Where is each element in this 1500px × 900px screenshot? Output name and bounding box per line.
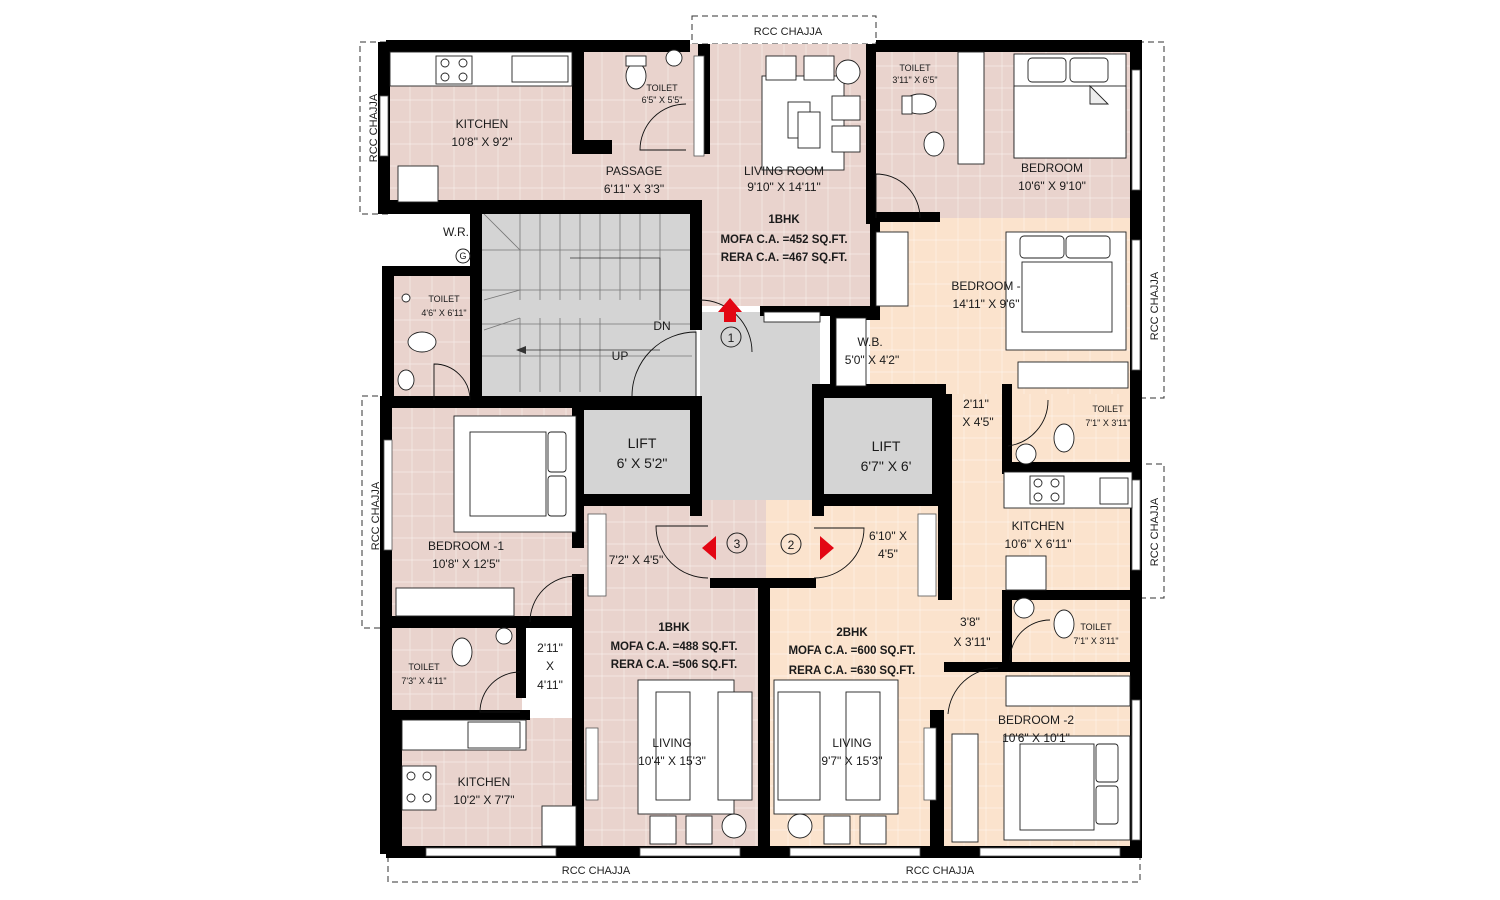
room-name: LIVING ROOM: [744, 164, 824, 178]
labels: RCC CHAJJA RCC CHAJJA RCC CHAJJA RCC CHA…: [368, 26, 1161, 877]
unit-rera: RERA C.A. =506 SQ.FT.: [611, 659, 737, 671]
arrow-2: [820, 536, 834, 560]
room-dim: 10'6" X 10'1": [1002, 731, 1070, 745]
room-name: BEDROOM -2: [998, 713, 1074, 727]
dim-note: X 3'11": [953, 635, 990, 649]
room-dim: 5'0" X 4'2": [845, 353, 899, 367]
arrow-3: [702, 536, 716, 560]
dim-note: 4'11": [537, 678, 563, 692]
door-1: 1: [728, 331, 735, 345]
chajja-left-top: RCC CHAJJA: [368, 93, 380, 162]
room-dim: 6'5" X 5'5": [642, 95, 683, 105]
room-name: TOILET: [899, 63, 931, 73]
unit-rera: RERA C.A. =630 SQ.FT.: [789, 665, 915, 677]
chajja-left-mid: RCC CHAJJA: [370, 481, 382, 550]
door-2: 2: [788, 538, 795, 552]
room-dim: 10'6" X 9'10": [1018, 179, 1086, 193]
dim-note: 3'8": [960, 615, 980, 629]
room-name: LIVING: [832, 736, 871, 750]
room-dim: 14'11" X 9'6": [953, 297, 1020, 311]
unit-type: 1BHK: [768, 214, 800, 226]
room-name: KITCHEN: [456, 117, 509, 131]
dim-note: 2'11": [963, 397, 989, 411]
dim-note: 6'10" X: [869, 529, 907, 543]
room-dim: 9'7" X 15'3": [821, 754, 882, 768]
stair-dn: DN: [653, 319, 670, 333]
dim-note: X 4'5": [962, 415, 993, 429]
door-markers: [455, 248, 802, 555]
unit-type: 1BHK: [658, 622, 690, 634]
room-name: KITCHEN: [458, 775, 511, 789]
room-name: BEDROOM: [1021, 161, 1083, 175]
unit-mofa: MOFA C.A. =488 SQ.FT.: [610, 641, 737, 653]
room-dim: 10'2" X 7'7": [453, 793, 514, 807]
room-name: TOILET: [1092, 404, 1124, 414]
room-dim: 10'8" X 9'2": [451, 135, 512, 149]
room-name: TOILET: [408, 662, 440, 672]
room-dim: 6'7" X 6': [861, 458, 912, 474]
arrow-1: [718, 298, 742, 322]
unit-rera: RERA C.A. =467 SQ.FT.: [721, 252, 847, 264]
wr-label: W.R.: [443, 225, 469, 239]
room-name: TOILET: [428, 294, 460, 304]
room-name: KITCHEN: [1012, 519, 1065, 533]
unit-mofa: MOFA C.A. =600 SQ.FT.: [788, 645, 915, 657]
door-3: 3: [734, 537, 741, 551]
stair-up: UP: [612, 349, 629, 363]
furniture: [389, 49, 1133, 847]
stair-fill: [476, 210, 696, 396]
room-dim: 9'10" X 14'11": [747, 180, 821, 194]
room-dim: 7'1" X 3'11": [1073, 636, 1118, 646]
staircase: [480, 213, 692, 392]
unit-type: 2BHK: [836, 627, 868, 639]
room-name: BEDROOM -: [951, 279, 1020, 293]
room-dim: 3'11" X 6'5": [892, 75, 937, 85]
wr-symbol: G: [459, 251, 466, 261]
windows: [379, 55, 1141, 857]
dim-note: 4'5": [878, 547, 898, 561]
chajja-right-mid: RCC CHAJJA: [1149, 497, 1161, 566]
dim-note: 2'11": [537, 641, 563, 655]
room-dim: 10'6" X 6'11": [1005, 537, 1072, 551]
dim-note: X: [546, 659, 554, 673]
chajja-outlines: [359, 15, 1165, 883]
lift-left-fill: [582, 410, 698, 498]
room-name: LIFT: [872, 438, 901, 454]
door-swings: [433, 103, 1051, 715]
dim-note: 7'2" X 4'5": [609, 553, 663, 567]
room-name: LIFT: [628, 435, 657, 451]
room-name: BEDROOM -1: [428, 539, 504, 553]
room-dim: 10'8" X 12'5": [432, 557, 500, 571]
chajja-bottom-left: RCC CHAJJA: [562, 865, 631, 877]
chajja-right-top: RCC CHAJJA: [1149, 271, 1161, 340]
room-dim: 6' X 5'2": [617, 455, 668, 471]
room-dim: 6'11" X 3'3": [604, 182, 664, 196]
chajja-bottom-right: RCC CHAJJA: [906, 865, 975, 877]
room-name: TOILET: [1080, 622, 1112, 632]
room-dim: 4'6" X 6'11": [421, 308, 466, 318]
room-name: PASSAGE: [606, 164, 662, 178]
room-name: W.B.: [857, 335, 882, 349]
unit-mofa: MOFA C.A. =452 SQ.FT.: [720, 234, 847, 246]
room-name: TOILET: [646, 83, 678, 93]
room-dim: 10'4" X 15'3": [638, 754, 706, 768]
lift-right-fill: [824, 396, 942, 498]
chajja-top: RCC CHAJJA: [754, 26, 823, 38]
room-dim: 7'1" X 3'11": [1085, 418, 1130, 428]
entry-arrows: [702, 298, 834, 560]
room-dim: 7'3" X 4'11": [401, 676, 446, 686]
room-name: LIVING: [652, 736, 691, 750]
